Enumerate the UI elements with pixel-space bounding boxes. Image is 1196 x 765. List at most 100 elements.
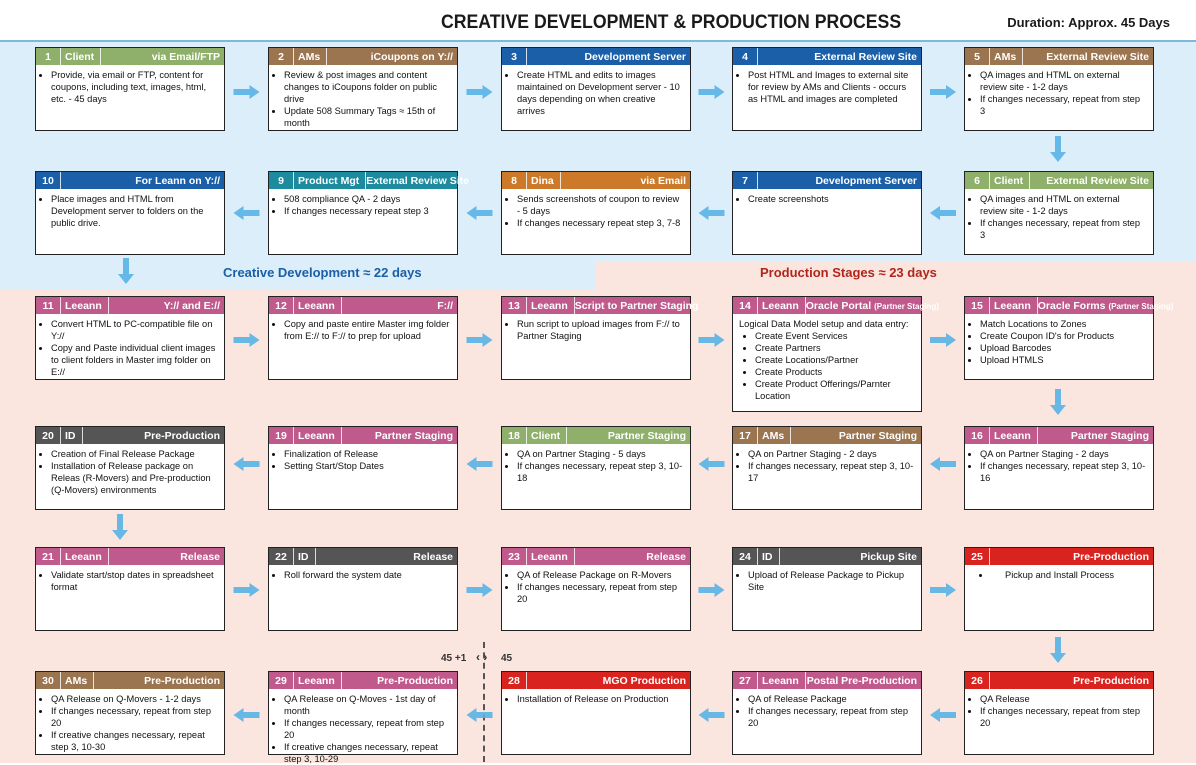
step-location: via Email [640,175,686,187]
step-location: For Leann on Y:// [135,175,220,187]
header-divider [526,172,527,189]
step-body: Match Locations to ZonesCreate Coupon ID… [965,314,1153,366]
step-role: Leeann [762,299,799,312]
step-role: Leeann [531,550,568,563]
header-divider [293,48,294,65]
header-divider [60,297,61,314]
step-location: Development Server [815,175,917,187]
step-item: If changes necessary repeat step 3 [284,205,451,217]
step-body: QA on Partner Staging - 2 daysIf changes… [965,444,1153,484]
step-role: Product Mgt [298,174,360,187]
step-number: 11 [42,299,54,312]
step-item: Convert HTML to PC-compatible file on Y:… [51,318,218,342]
step-role: ID [65,429,76,442]
step-location: Partner Staging [375,430,453,442]
step-body: Logical Data Model setup and data entry:… [733,314,921,402]
page-title: CREATIVE DEVELOPMENT & PRODUCTION PROCES… [441,12,902,33]
step-body: Create HTML and edits to images maintain… [502,65,690,117]
step-number: 12 [275,299,287,312]
header-divider [526,548,527,565]
step-body: Copy and paste entire Master img folder … [269,314,457,342]
step-location: External Review Site [814,51,917,63]
step-location-text: Oracle Forms [1037,299,1106,312]
step-number: 13 [508,299,520,312]
step-item: QA Release on Q-Moves - 1st day of month [284,693,451,717]
header-divider [1036,297,1038,314]
step-location-text: Release [180,550,220,563]
step-location-text: Y:// and E:// [163,299,220,312]
step-item: If changes necessary, repeat from step 3 [980,217,1147,241]
step-item: Provide, via email or FTP, content for c… [51,69,218,105]
step-location: Release [646,551,686,563]
step-location: Release [180,551,220,563]
step-body: QA images and HTML on external review si… [965,65,1153,117]
step-item: Match Locations to Zones [980,318,1147,330]
step-item: Upload HTMLS [980,354,1147,366]
header-divider [989,297,990,314]
header-divider [790,427,792,444]
step-location: via Email/FTP [152,51,220,63]
step-number: 27 [739,674,751,687]
step-number: 20 [42,429,54,442]
step-item: Create Locations/Partner [755,354,915,366]
step-number: 23 [508,550,520,563]
step-item: Installation of Release package on Relea… [51,460,218,496]
step-role: AMs [65,674,88,687]
step-location-text: Pre-Production [144,674,220,687]
step-location-text: via Email [640,174,686,187]
step-item: Copy and paste entire Master img folder … [284,318,451,342]
step-number: 26 [971,674,983,687]
step-item: Sends screenshots of coupon to review - … [517,193,684,217]
step-number: 14 [739,299,751,312]
step-number: 22 [275,550,287,563]
header-divider [526,48,527,65]
step-location-text: Oracle Portal [805,299,872,312]
header-divider [526,297,527,314]
step-item: Run script to upload images from F:// to… [517,318,684,342]
step-item: 508 compliance QA - 2 days [284,193,451,205]
step-location: Y:// and E:// [164,300,220,312]
step-body: Creation of Final Release PackageInstall… [36,444,224,496]
header-divider [989,548,990,565]
step-location-text: Script to Partner Staging [574,299,699,312]
step-number: 17 [739,429,751,442]
step-number: 2 [278,50,284,63]
step-number: 5 [974,50,980,63]
header-divider [293,427,294,444]
header-divider [1029,172,1031,189]
step-number: 30 [42,674,54,687]
step-body: QA Release on Q-Movers - 1-2 daysIf chan… [36,689,224,753]
step-body: Create screenshots [733,189,921,205]
step-location-text: Pickup Site [860,550,917,563]
step-item: Post HTML and Images to external site fo… [748,69,915,105]
step-item: Review & post images and content changes… [284,69,451,105]
step-body: Provide, via email or FTP, content for c… [36,65,224,105]
step-item: Create HTML and edits to images maintain… [517,69,684,117]
step-item: Upload Barcodes [980,342,1147,354]
header-divider [989,672,990,689]
step-location: External Review Site [366,175,469,187]
step-location: Oracle Forms(Partner Staging) [1038,300,1174,312]
header-divider [293,172,294,189]
creative-stage-label: Creative Development ≈ 22 days [223,265,422,280]
step-item: Installation of Release on Production [517,693,684,705]
day-marker-right: 45 [501,653,513,664]
